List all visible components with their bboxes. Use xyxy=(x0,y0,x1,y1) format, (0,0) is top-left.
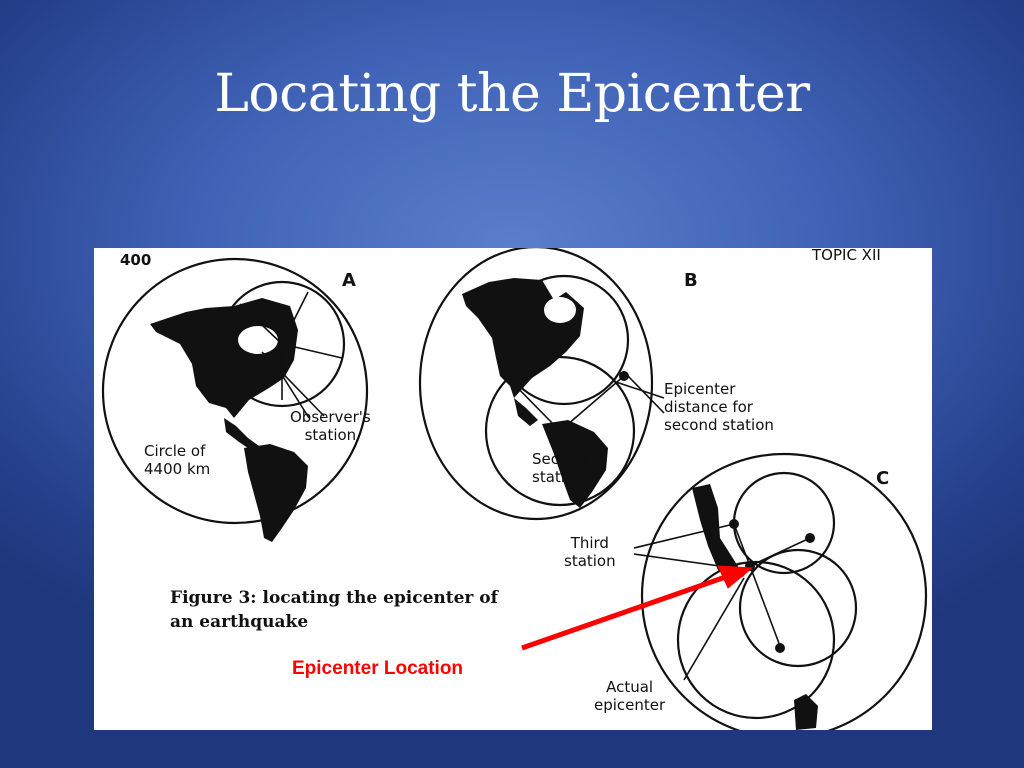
station-dots xyxy=(278,340,815,653)
globe-b xyxy=(418,248,654,521)
label-actual-epicenter: Actual epicenter xyxy=(594,678,666,714)
label-third-station: Third station xyxy=(564,534,616,570)
globe-a xyxy=(101,257,369,525)
label-second-station: Second station xyxy=(532,450,588,486)
topic-label: TOPIC XII xyxy=(812,248,881,264)
panel-label-a: A xyxy=(342,270,356,291)
panel-label-b: B xyxy=(684,270,698,291)
distance-circle-c3 xyxy=(676,560,836,720)
epicenter-figure: 400 TOPIC XII A B C Observer's station C… xyxy=(94,248,932,730)
page-number: 400 xyxy=(120,251,152,269)
epicenter-arrow xyxy=(521,565,754,651)
label-observers-station: Observer's station xyxy=(290,408,371,444)
distance-circle-c2 xyxy=(738,548,858,668)
globe-c xyxy=(640,452,928,730)
epicenter-location-callout: Epicenter Location xyxy=(292,658,464,679)
slide-title: Locating the Epicenter xyxy=(214,64,810,124)
distance-circle-c1 xyxy=(732,471,836,575)
figure-drawing xyxy=(101,248,928,730)
panel-label-c: C xyxy=(876,468,890,489)
label-epicenter-distance: Epicenter distance for second station xyxy=(664,380,774,434)
label-circle-of: Circle of 4400 km xyxy=(144,442,211,478)
leader-lines xyxy=(239,291,811,681)
figure-caption: Figure 3: locating the epicenter of an e… xyxy=(170,588,498,632)
